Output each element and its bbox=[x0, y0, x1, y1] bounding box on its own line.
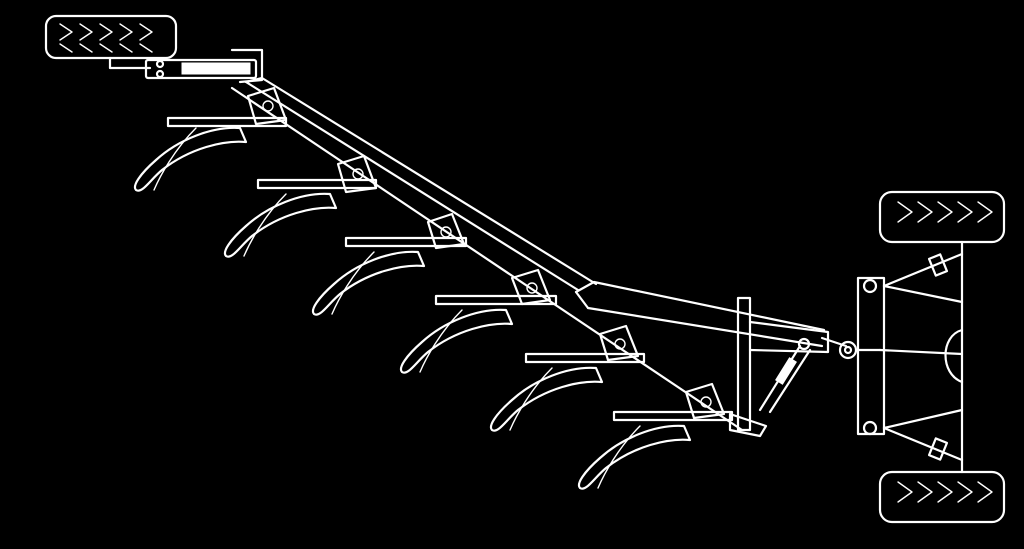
plough-bottom bbox=[223, 154, 378, 258]
plough-bottom bbox=[399, 268, 558, 374]
plough-bottom bbox=[577, 382, 734, 490]
plough-bottom bbox=[311, 212, 468, 316]
headstock-linkage bbox=[574, 280, 882, 438]
plough-bottom bbox=[133, 86, 288, 192]
main-frame-beam bbox=[230, 76, 744, 432]
tractor-wheel-upper bbox=[878, 190, 1006, 244]
tail-wheel bbox=[44, 14, 178, 60]
top-link-ram bbox=[758, 337, 812, 414]
tractor-rear bbox=[856, 190, 1006, 524]
plough-bottom bbox=[489, 324, 646, 432]
tail-wheel-tread bbox=[59, 23, 153, 53]
tractor-wheel-lower bbox=[878, 470, 1006, 524]
tractor-drawbar bbox=[856, 276, 886, 436]
tail-wheel-arm bbox=[108, 48, 264, 84]
